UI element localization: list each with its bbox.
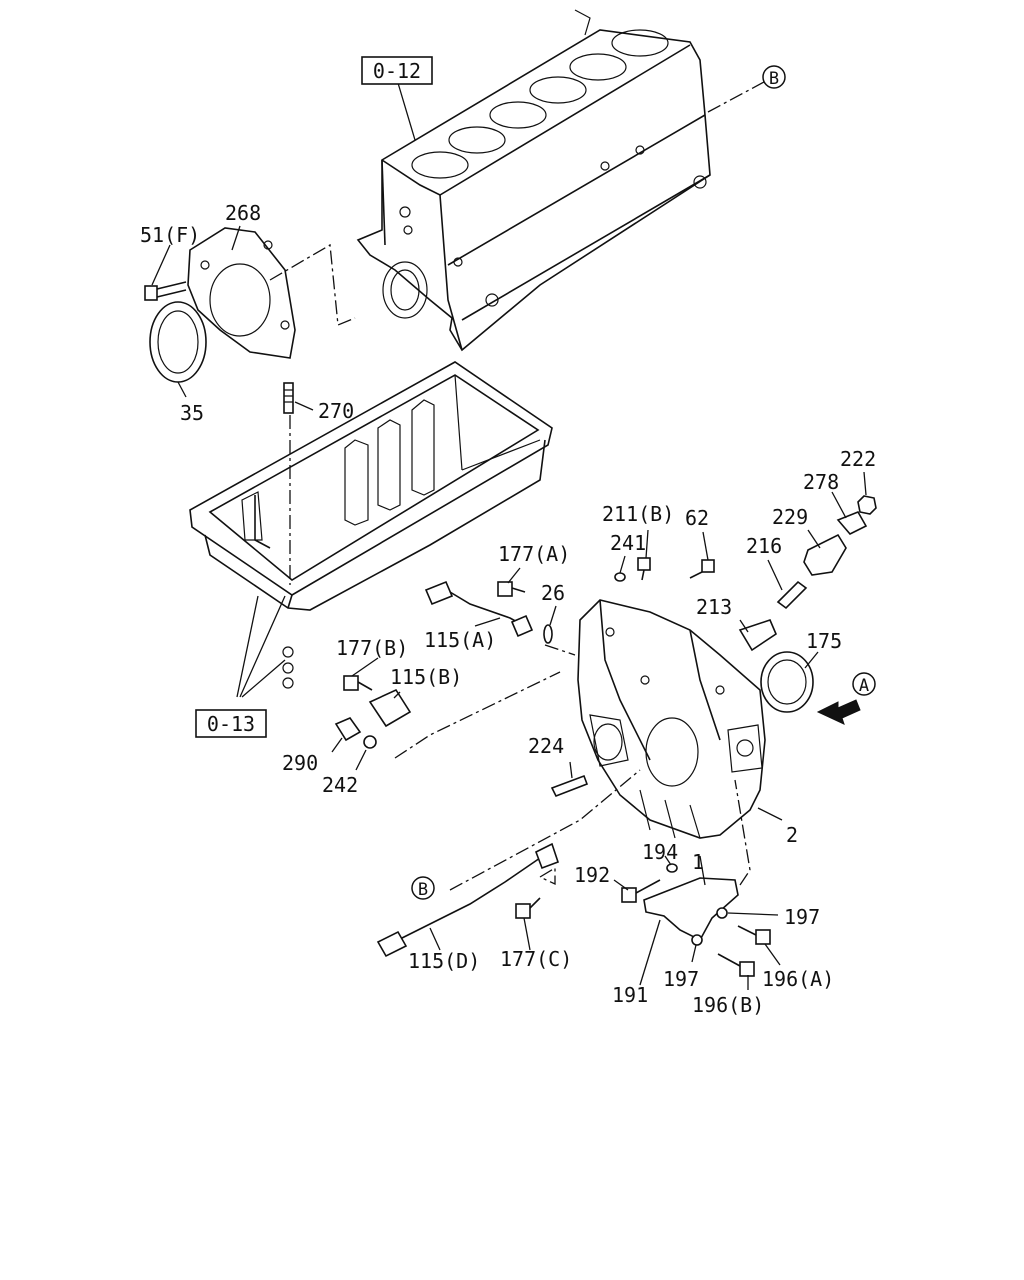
- label-115d: 115(D): [408, 949, 480, 973]
- washer-197-lower[interactable]: [691, 934, 703, 946]
- circle-ref-b-top[interactable]: B: [762, 65, 786, 89]
- circle-ref-a-label: A: [859, 676, 869, 696]
- label-26: 26: [541, 581, 565, 605]
- label-51f: 51(F): [140, 223, 200, 247]
- label-278: 278: [803, 470, 839, 494]
- label-35: 35: [180, 401, 204, 425]
- cylinder-block[interactable]: [356, 9, 711, 352]
- sensor-115d[interactable]: [376, 842, 560, 958]
- bracket-278[interactable]: [836, 510, 868, 535]
- gasket-26[interactable]: [543, 624, 553, 644]
- nut-222[interactable]: [857, 495, 877, 515]
- bolt-196b[interactable]: [717, 953, 755, 977]
- label-222: 222: [840, 447, 876, 471]
- ref-box-0-13[interactable]: 0-13: [195, 709, 267, 738]
- view-arrow-a: [816, 699, 861, 725]
- ref-box-0-12[interactable]: 0-12: [361, 56, 433, 85]
- circle-ref-b-top-label: B: [769, 69, 779, 89]
- label-177b: 177(B): [336, 636, 408, 660]
- bolt-177c[interactable]: [515, 897, 541, 919]
- oil-seal-35[interactable]: [149, 301, 207, 383]
- label-191: 191: [612, 983, 648, 1007]
- oil-seal-175[interactable]: [760, 651, 814, 713]
- connector-216[interactable]: [776, 580, 808, 610]
- flywheel-housing[interactable]: [577, 599, 766, 839]
- clip-229[interactable]: [803, 533, 847, 576]
- bolt-211b[interactable]: [637, 557, 651, 581]
- label-197-lower: 197: [663, 967, 699, 991]
- bracket-213[interactable]: [738, 619, 777, 652]
- label-224: 224: [528, 734, 564, 758]
- circle-ref-b-bottom-label: B: [418, 880, 428, 900]
- oil-seal-retainer[interactable]: [187, 227, 296, 359]
- label-241: 241: [610, 531, 646, 555]
- label-177a: 177(A): [498, 542, 570, 566]
- stud-224[interactable]: [550, 774, 589, 798]
- washer-197-upper[interactable]: [716, 907, 728, 919]
- label-177c: 177(C): [500, 947, 572, 971]
- washer-194[interactable]: [666, 863, 678, 873]
- label-192: 192: [574, 863, 610, 887]
- bolt-177a[interactable]: [497, 581, 526, 597]
- circle-ref-a[interactable]: A: [852, 672, 876, 696]
- bolt-177b[interactable]: [343, 675, 373, 691]
- label-197-upper: 197: [784, 905, 820, 929]
- connection-lines: [269, 81, 765, 891]
- bolt-196a[interactable]: [737, 925, 771, 945]
- bolt-51f[interactable]: [144, 281, 187, 301]
- label-1: 1: [692, 850, 704, 874]
- stud-270[interactable]: [283, 382, 294, 414]
- ref-label-0-13: 0-13: [207, 712, 255, 736]
- label-242: 242: [322, 773, 358, 797]
- plug-290[interactable]: [334, 717, 362, 742]
- sensor-115b[interactable]: [368, 688, 412, 728]
- label-196a: 196(A): [762, 967, 834, 991]
- label-175: 175: [806, 629, 842, 653]
- washer-241[interactable]: [614, 572, 626, 582]
- label-196b: 196(B): [692, 993, 764, 1017]
- label-270: 270: [318, 399, 354, 423]
- oil-pan[interactable]: [189, 361, 553, 689]
- label-213: 213: [696, 595, 732, 619]
- label-62: 62: [685, 506, 709, 530]
- ref-label-0-12: 0-12: [373, 59, 421, 83]
- label-115b: 115(B): [390, 665, 462, 689]
- bracket-191[interactable]: [643, 877, 739, 942]
- label-290: 290: [282, 751, 318, 775]
- label-268: 268: [225, 201, 261, 225]
- label-2: 2: [786, 823, 798, 847]
- label-216: 216: [746, 534, 782, 558]
- label-115a: 115(A): [424, 628, 496, 652]
- gasket-242[interactable]: [363, 735, 377, 749]
- sensor-115a[interactable]: [424, 580, 534, 638]
- label-229: 229: [772, 505, 808, 529]
- label-194: 194: [642, 840, 678, 864]
- bolt-192[interactable]: [621, 879, 661, 903]
- label-211b: 211(B): [602, 502, 674, 526]
- bolt-62[interactable]: [689, 559, 715, 579]
- leader-lines: [151, 82, 867, 990]
- circle-ref-b-bottom[interactable]: B: [411, 876, 435, 900]
